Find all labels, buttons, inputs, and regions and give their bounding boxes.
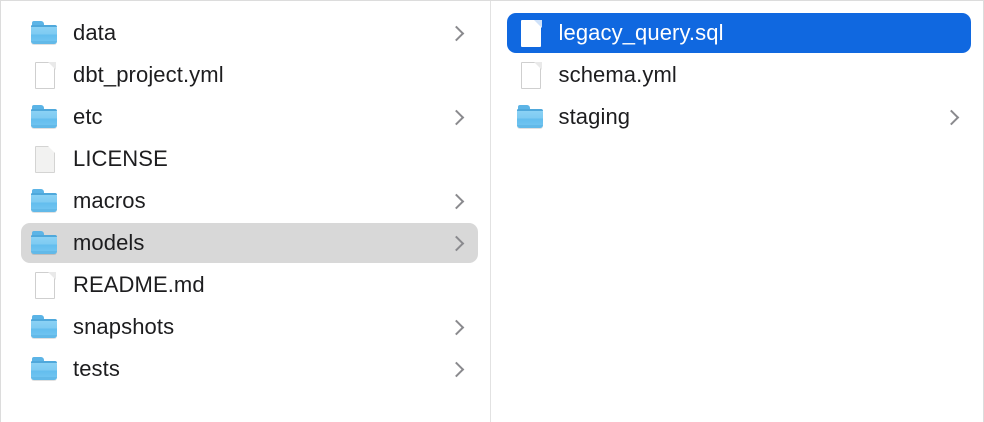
file-icon (31, 144, 59, 174)
file-name-label: macros (73, 188, 146, 213)
folder-icon (31, 186, 59, 216)
file-name-label: models (73, 230, 145, 255)
file-row[interactable]: tests (21, 349, 478, 389)
file-row[interactable]: legacy_query.sql (506, 13, 971, 53)
file-row[interactable]: macros (21, 181, 478, 221)
chevron-right-icon[interactable] (448, 25, 464, 42)
file-row[interactable]: schema.yml (507, 55, 972, 95)
folder-icon (31, 102, 59, 132)
chevron-right-icon[interactable] (448, 319, 464, 336)
file-row[interactable]: etc (21, 97, 478, 137)
folder-icon (31, 18, 59, 48)
file-name-label: etc (73, 104, 103, 129)
file-row[interactable]: data (21, 13, 478, 53)
file-name-label: LICENSE (73, 146, 168, 171)
file-row[interactable]: snapshots (21, 307, 478, 347)
folder-icon (31, 228, 59, 258)
file-name-label: dbt_project.yml (73, 62, 224, 87)
folder-icon (31, 312, 59, 342)
file-row[interactable]: README.md (21, 265, 478, 305)
file-row[interactable]: staging (507, 97, 972, 137)
file-row[interactable]: dbt_project.yml (21, 55, 478, 95)
chevron-right-icon[interactable] (448, 193, 464, 210)
file-column-child[interactable]: legacy_query.sql schema.yml staging (491, 1, 984, 422)
file-name-label: tests (73, 356, 120, 381)
file-row[interactable]: LICENSE (21, 139, 478, 179)
chevron-right-icon[interactable] (448, 235, 464, 252)
file-name-label: snapshots (73, 314, 175, 339)
file-icon (517, 60, 545, 90)
file-name-label: README.md (73, 272, 205, 297)
file-name-label: legacy_query.sql (558, 20, 724, 45)
file-name-label: staging (558, 104, 631, 129)
folder-icon (31, 354, 59, 384)
chevron-right-icon[interactable] (448, 109, 464, 126)
file-name-label: schema.yml (558, 62, 677, 87)
chevron-right-icon[interactable] (448, 361, 464, 378)
file-icon (517, 18, 545, 48)
file-icon (31, 60, 59, 90)
folder-icon (516, 102, 545, 132)
file-row[interactable]: models (21, 223, 478, 263)
chevron-right-icon[interactable] (943, 109, 960, 126)
file-name-label: data (73, 20, 117, 45)
file-icon (31, 270, 59, 300)
